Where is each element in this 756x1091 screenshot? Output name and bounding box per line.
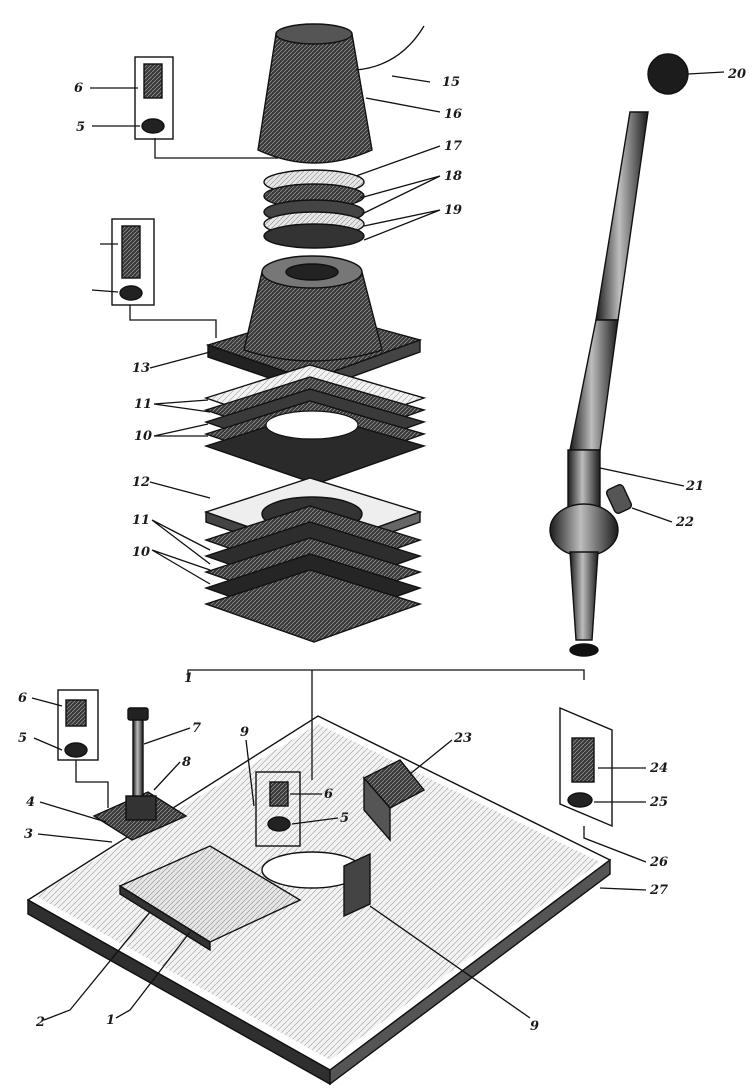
switch-assembly: [92, 707, 188, 841]
callout-16: 16: [444, 107, 462, 122]
leader-lines: [31, 71, 725, 1021]
callout-4: 4: [26, 795, 35, 810]
callout-1: 1: [106, 1013, 115, 1028]
callout-21: 21: [685, 479, 704, 494]
callout-18: 18: [444, 169, 462, 184]
callout-27: 27: [649, 883, 668, 898]
callout-13: 13: [132, 361, 150, 376]
callout-6-lower: 6: [18, 691, 27, 706]
bolt-inset-mid-left: [111, 218, 155, 306]
callout-labels: 6 5 15 16 17 18 19 20 13 11 10 12 11 10 …: [18, 67, 746, 1034]
floor-plate: [26, 715, 612, 1086]
callout-6: 6: [74, 81, 83, 96]
callout-7: 7: [192, 721, 201, 736]
callout-2: 2: [35, 1015, 45, 1030]
callout-6-center: 6: [324, 787, 333, 802]
callout-24: 24: [649, 761, 668, 776]
callout-26: 26: [649, 855, 668, 870]
callout-3: 3: [24, 827, 33, 842]
callout-11-upper: 11: [134, 397, 152, 412]
bracket-23: [362, 759, 426, 842]
lever-knob: [647, 53, 689, 95]
callout-15: 15: [442, 75, 460, 90]
callout-20: 20: [727, 67, 746, 82]
callout-23: 23: [453, 731, 472, 746]
lever-ball: [549, 503, 619, 557]
bracket-9: [343, 852, 371, 918]
callout-8: 8: [182, 755, 191, 770]
callout-17: 17: [444, 139, 462, 154]
callout-9-lower: 9: [530, 1019, 539, 1034]
callout-11-lower: 11: [132, 513, 150, 528]
callout-1-bracket: 1: [184, 671, 193, 686]
callout-12: 12: [132, 475, 150, 490]
callout-9-upper: 9: [240, 725, 249, 740]
callout-10-upper: 10: [134, 429, 152, 444]
callout-22: 22: [675, 515, 694, 530]
gear-lever: [549, 53, 689, 657]
bolt-inset-center: [255, 771, 301, 847]
callout-5-center: 5: [340, 811, 349, 826]
upper-shim-stack: [203, 364, 427, 485]
access-cover: [118, 845, 302, 952]
bolt-inset-top-left: [134, 56, 174, 140]
callout-19: 19: [444, 203, 462, 218]
bolt-inset-lower-left: [57, 689, 99, 761]
callout-5-lower: 5: [18, 731, 27, 746]
bolt-inset-right: [559, 706, 613, 828]
spring-washers: [263, 199, 365, 249]
boot-wire: [355, 25, 425, 71]
explode-bracket: [187, 669, 585, 780]
rubber-boot: [257, 23, 425, 164]
callout-5: 5: [76, 120, 85, 135]
callout-10-lower: 10: [132, 545, 150, 560]
lever-housing: [205, 255, 423, 393]
lever-pin: [605, 484, 633, 514]
lower-shim-stack: [203, 505, 423, 643]
callout-25: 25: [649, 795, 668, 810]
